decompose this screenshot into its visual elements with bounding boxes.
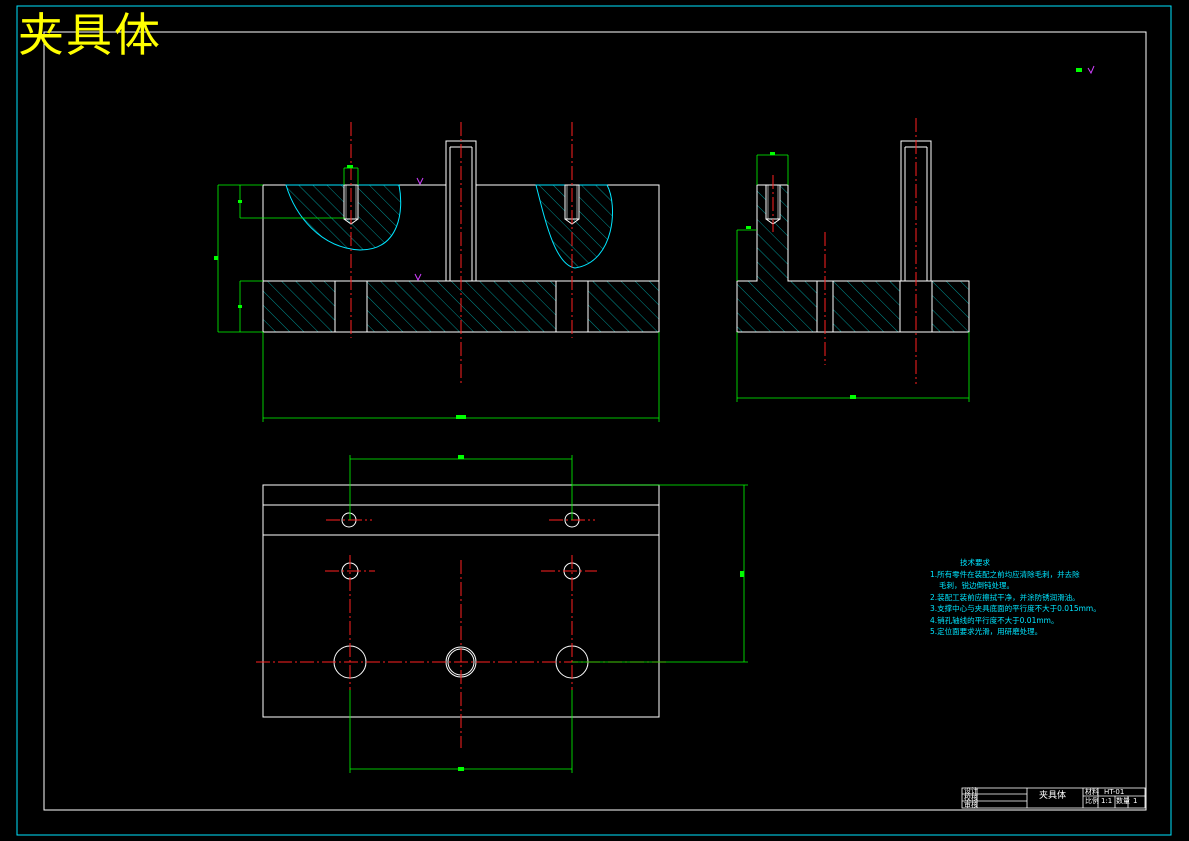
tb-label-check: 校核 xyxy=(964,794,978,802)
note-line: 4.销孔轴线的平行度不大于0.01mm。 xyxy=(930,615,1059,625)
tb-label-approve: 审核 xyxy=(964,801,978,809)
tb-scale-value: 1:1 xyxy=(1101,797,1113,805)
note-line: 5.定位面要求光滑，用研磨处理。 xyxy=(930,627,1043,636)
tb-code: HT-01 xyxy=(1104,788,1125,796)
tb-label-design: 设计 xyxy=(964,787,978,795)
tb-label-scale: 比例 xyxy=(1085,797,1099,805)
front-view xyxy=(214,122,660,422)
outer-frame xyxy=(16,5,1172,836)
note-line: 毛刺，锐边倒钝处理。 xyxy=(939,581,1014,590)
note-line: 2.装配工装前应擦拭干净，并涂防锈润滑油。 xyxy=(930,592,1080,602)
technical-notes: 技术要求 1.所有零件在装配之前均应清除毛刺，并去除 毛刺，锐边倒钝处理。 2.… xyxy=(930,557,1101,638)
roughness-symbol xyxy=(1076,65,1095,75)
note-line: 3.支撑中心与夹具底面的平行度不大于0.015mm。 xyxy=(930,604,1101,613)
drawing-title: 夹具体 xyxy=(18,8,162,62)
title-block xyxy=(961,787,1146,809)
tb-label-material: 材料 xyxy=(1085,788,1099,796)
top-view xyxy=(256,455,748,773)
note-line: 1.所有零件在装配之前均应清除毛刺，并去除 xyxy=(930,569,1080,579)
tb-qty: 1 xyxy=(1133,797,1138,805)
inner-frame xyxy=(43,31,1147,811)
side-view xyxy=(736,118,970,402)
notes-title: 技术要求 xyxy=(960,558,990,567)
tb-part-name: 夹具体 xyxy=(1039,791,1067,801)
tb-label-qty: 数量 xyxy=(1116,797,1130,805)
